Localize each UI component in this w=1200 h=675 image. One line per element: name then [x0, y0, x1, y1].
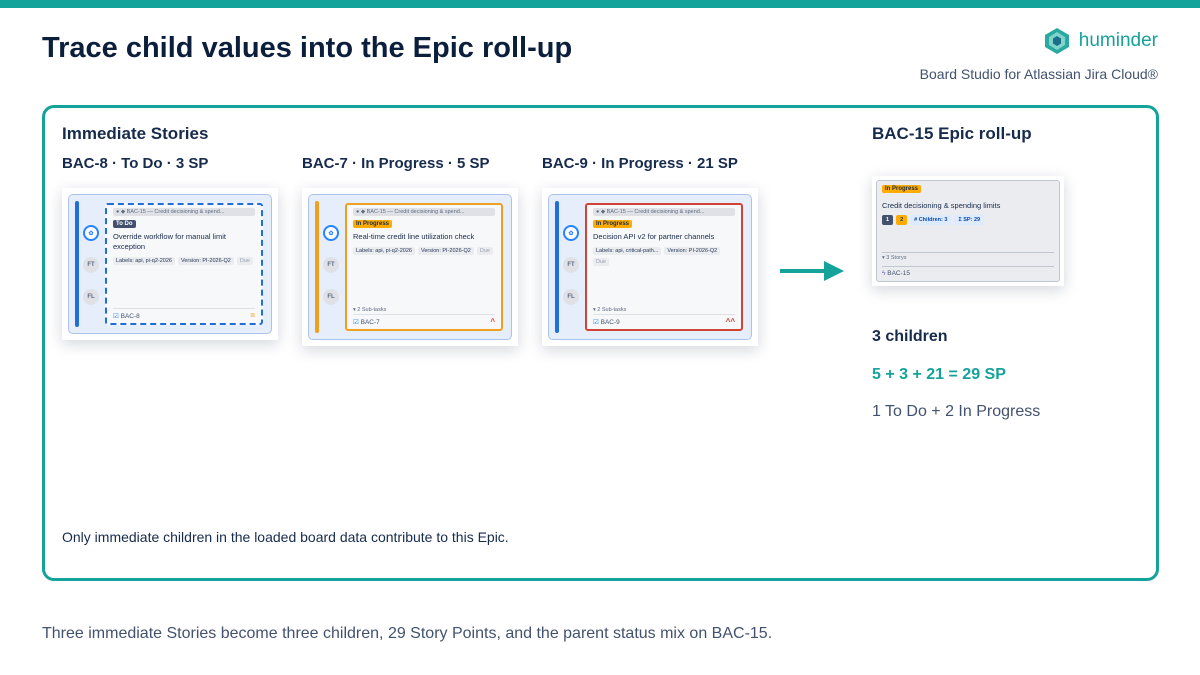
- story-heading-bac-8: BAC-8 · To Do · 3 SP: [62, 155, 209, 172]
- swimlane-marker: [315, 201, 319, 333]
- card-fields: Labels: api, pi-q2-2026 Version: PI-2026…: [113, 256, 255, 265]
- card-title: Real-time credit line utilization check: [353, 232, 475, 241]
- avatar-stack: ✿ FT FL: [83, 225, 99, 305]
- labels-chip: Labels: api, pi-q2-2026: [113, 256, 175, 265]
- avatar: FL: [83, 289, 99, 305]
- avatar-icon: ✿: [323, 225, 339, 241]
- epic-key-text: BAC-15: [887, 270, 911, 277]
- board-column: ✿ FT FL ● ◆ BAC-15 — Credit decisioning …: [308, 194, 512, 340]
- story-points-badge: Σ SP: 29: [954, 215, 985, 225]
- story-heading-bac-9: BAC-9 · In Progress · 21 SP: [542, 155, 738, 172]
- epic-lightning-icon: ϟ: [882, 270, 886, 277]
- frame-note: Only immediate children in the loaded bo…: [62, 529, 509, 545]
- card-title: Override workflow for manual limit excep…: [113, 232, 226, 251]
- status-badge: In Progress: [353, 220, 393, 228]
- checkbox-icon: ☑: [593, 318, 599, 326]
- rollup-story-points-sum: 5 + 3 + 21 = 29 SP: [872, 366, 1006, 383]
- epic-card-title: Credit decisioning & spending limits: [882, 201, 1001, 210]
- stories-toggle[interactable]: ▾ 3 Storys: [882, 252, 1054, 261]
- rollup-frame: [42, 105, 1159, 581]
- children-count-badge: # Children: 3: [910, 215, 952, 225]
- parent-epic-pill: ● ◆ BAC-15 — Credit decisioning & spend.…: [593, 208, 735, 216]
- issue-key-text: BAC-8: [120, 312, 140, 320]
- version-chip: Version: PI-2026-Q2: [417, 246, 474, 255]
- epic-card[interactable]: In Progress Credit decisioning & spendin…: [876, 180, 1060, 282]
- todo-count-badge: 1: [882, 215, 894, 225]
- swimlane-marker: [555, 201, 559, 333]
- story-card[interactable]: ● ◆ BAC-15 — Credit decisioning & spend.…: [345, 203, 503, 331]
- priority-highest-icon: ^^: [725, 317, 735, 326]
- story-heading-bac-7: BAC-7 · In Progress · 5 SP: [302, 155, 490, 172]
- due-chip: Due: [476, 246, 493, 255]
- card-fields: Labels: api, critical-path... Version: P…: [593, 246, 735, 266]
- story-card[interactable]: ● ◆ BAC-15 — Credit decisioning & spend.…: [105, 203, 263, 325]
- brand-name: huminder: [1078, 30, 1158, 51]
- story-thumbnail-bac-8: ✿ FT FL ● ◆ BAC-15 — Credit decisioning …: [62, 188, 278, 340]
- issue-key-text: BAC-7: [360, 318, 380, 326]
- board-column: ✿ FT FL ● ◆ BAC-15 — Credit decisioning …: [68, 194, 272, 334]
- brand-subtitle: Board Studio for Atlassian Jira Cloud®: [919, 66, 1158, 82]
- huminder-logo-icon: [1044, 28, 1069, 54]
- avatar-stack: ✿ FT FL: [323, 225, 339, 305]
- checkbox-icon: ☑: [113, 312, 119, 320]
- priority-medium-icon: =: [250, 311, 255, 320]
- labels-chip: Labels: api, pi-q2-2026: [353, 246, 415, 255]
- epic-key: ϟ BAC-15: [882, 266, 1054, 277]
- story-card[interactable]: ● ◆ BAC-15 — Credit decisioning & spend.…: [585, 203, 743, 331]
- brand-logo: huminder: [1043, 27, 1158, 55]
- priority-high-icon: ^: [490, 317, 495, 326]
- issue-key: ☑ BAC-9: [593, 318, 620, 326]
- card-footer: ☑ BAC-9 ^^: [593, 314, 735, 326]
- avatar-icon: ✿: [563, 225, 579, 241]
- avatar: FT: [83, 257, 99, 273]
- issue-key-text: BAC-9: [600, 318, 620, 326]
- epic-section-title: BAC-15 Epic roll-up: [872, 124, 1032, 143]
- epic-badges: 1 2 # Children: 3 Σ SP: 29: [882, 215, 1054, 225]
- card-footer: ☑ BAC-7 ^: [353, 314, 495, 326]
- subtasks-toggle[interactable]: ▾ 2 Sub-tasks: [353, 307, 387, 313]
- arrow-right-icon: [780, 261, 844, 281]
- rollup-children-count: 3 children: [872, 328, 948, 345]
- in-progress-count-badge: 2: [896, 215, 908, 225]
- avatar: FL: [323, 289, 339, 305]
- top-accent-bar: [0, 0, 1200, 8]
- parent-epic-pill: ● ◆ BAC-15 — Credit decisioning & spend.…: [113, 208, 255, 216]
- board-column: ✿ FT FL ● ◆ BAC-15 — Credit decisioning …: [548, 194, 752, 340]
- version-chip: Version: PI-2026-Q2: [664, 246, 721, 255]
- due-chip: Due: [236, 256, 253, 265]
- page-title: Trace child values into the Epic roll-up: [42, 32, 573, 64]
- issue-key: ☑ BAC-8: [113, 312, 140, 320]
- story-thumbnail-bac-9: ✿ FT FL ● ◆ BAC-15 — Credit decisioning …: [542, 188, 758, 346]
- avatar-icon: ✿: [83, 225, 99, 241]
- avatar: FL: [563, 289, 579, 305]
- story-thumbnail-bac-7: ✿ FT FL ● ◆ BAC-15 — Credit decisioning …: [302, 188, 518, 346]
- card-footer: ☑ BAC-8 =: [113, 308, 255, 320]
- status-badge: In Progress: [593, 220, 633, 228]
- avatar-stack: ✿ FT FL: [563, 225, 579, 305]
- card-fields: Labels: api, pi-q2-2026 Version: PI-2026…: [353, 246, 495, 255]
- card-title: Decision API v2 for partner channels: [593, 232, 715, 241]
- swimlane-marker: [75, 201, 79, 327]
- subtasks-toggle[interactable]: ▾ 2 Sub-tasks: [593, 307, 627, 313]
- version-chip: Version: PI-2026-Q2: [177, 256, 234, 265]
- checkbox-icon: ☑: [353, 318, 359, 326]
- due-chip: Due: [593, 257, 610, 266]
- footer-caption: Three immediate Stories become three chi…: [42, 625, 773, 642]
- rollup-status-mix: 1 To Do + 2 In Progress: [872, 403, 1041, 420]
- labels-chip: Labels: api, critical-path...: [593, 246, 662, 255]
- status-badge: To Do: [113, 220, 136, 228]
- parent-epic-pill: ● ◆ BAC-15 — Credit decisioning & spend.…: [353, 208, 495, 216]
- avatar: FT: [323, 257, 339, 273]
- stories-section-title: Immediate Stories: [62, 124, 209, 143]
- avatar: FT: [563, 257, 579, 273]
- issue-key: ☑ BAC-7: [353, 318, 380, 326]
- status-badge: In Progress: [882, 185, 922, 193]
- epic-thumbnail: In Progress Credit decisioning & spendin…: [872, 176, 1064, 286]
